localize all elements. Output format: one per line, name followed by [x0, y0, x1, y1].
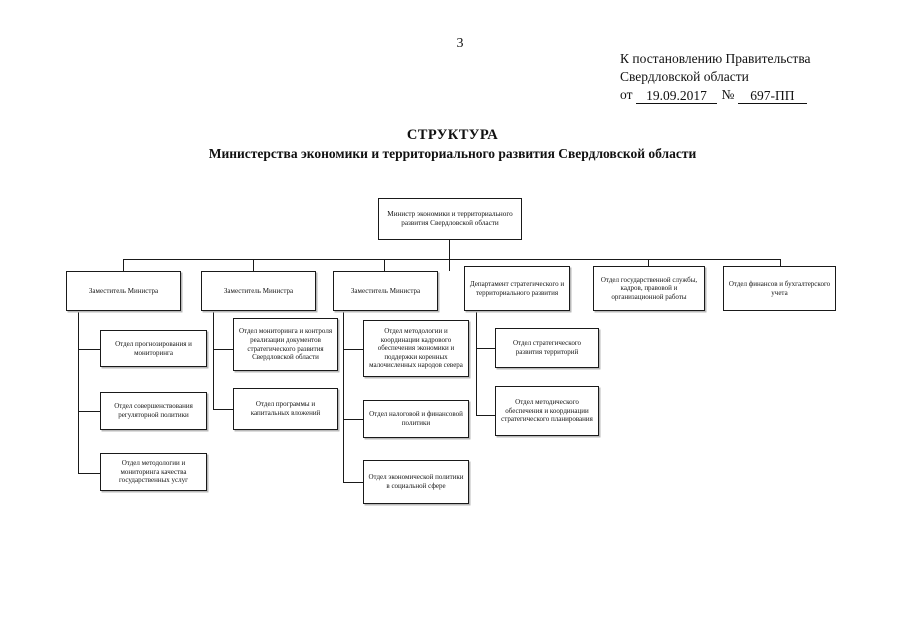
org-node-d1-c3: Отдел методологии и мониторинга качества…: [100, 453, 207, 491]
org-node-deputy-2: Заместитель Министра: [201, 271, 316, 311]
org-node-d3-c3: Отдел экономической политики в социально…: [363, 460, 469, 504]
org-node-d4-c2: Отдел методического обеспечения и коорди…: [495, 386, 599, 436]
org-node-dept-finance: Отдел финансов и бухгалтерского учета: [723, 266, 836, 311]
org-node-department-strategic: Департамент стратегического и территориа…: [464, 266, 570, 311]
connector-branch-d1-c2: [78, 411, 100, 413]
connector-bus: [123, 259, 780, 260]
connector-branch-d3-c2: [343, 419, 363, 421]
reference-date: 19.09.2017: [636, 88, 718, 104]
org-node-d4-c1: Отдел стратегического развития территори…: [495, 328, 599, 368]
connector-spine-deputy-1: [78, 311, 80, 474]
reference-line-2: Свердловской области: [620, 69, 749, 84]
connector-branch-d3-c1: [343, 349, 363, 351]
reference-number-sign: №: [721, 87, 735, 102]
page-number: 3: [456, 36, 464, 51]
connector-branch-d3-c3: [343, 482, 363, 484]
connector-drop-department-strategic: [449, 259, 450, 271]
org-node-dept-civil-service: Отдел государственной службы, кадров, пр…: [593, 266, 705, 311]
document-title: СТРУКТУРА: [406, 127, 499, 143]
connector-branch-d1-c1: [78, 349, 100, 351]
org-node-d3-c1: Отдел методологии и координации кадровог…: [363, 320, 469, 377]
reference-date-row: от 19.09.2017 № 697-ПП: [620, 86, 870, 104]
org-node-d3-c2: Отдел налоговой и финансовой политики: [363, 400, 469, 438]
org-node-d2-c2: Отдел программы и капитальных вложений: [233, 388, 338, 430]
connector-branch-d1-c3: [78, 473, 100, 475]
connector-spine-deputy-2: [213, 311, 215, 410]
connector-drop-dept-finance: [780, 259, 781, 271]
org-node-d1-c1: Отдел прогнозирования и мониторинга: [100, 330, 207, 367]
connector-branch-d4-c1: [476, 348, 495, 350]
connector-branch-d4-c2: [476, 415, 495, 417]
connector-spine-department-strategic: [476, 311, 478, 416]
reference-prefix: от: [620, 87, 633, 102]
org-node-d1-c2: Отдел совершенствования регуляторной пол…: [100, 392, 207, 430]
connector-drop-deputy-2: [253, 259, 254, 271]
connector-drop-deputy-3: [384, 259, 385, 271]
org-node-deputy-1: Заместитель Министра: [66, 271, 181, 311]
reference-line-1: К постановлению Правительства: [620, 51, 811, 66]
connector-spine-deputy-3: [343, 311, 345, 483]
connector-branch-d2-c2: [213, 409, 233, 411]
document-subtitle: Министерства экономики и территориальног…: [208, 146, 697, 161]
connector-drop-dept-civil-service: [648, 259, 649, 271]
reference-number: 697-ПП: [738, 88, 808, 104]
reference-block: К постановлению Правительства Свердловск…: [620, 50, 870, 104]
connector-drop-deputy-1: [123, 259, 124, 271]
connector-branch-d2-c1: [213, 349, 233, 351]
org-node-deputy-3: Заместитель Министра: [333, 271, 438, 311]
connector-root-stem: [449, 240, 451, 259]
org-node-d2-c1: Отдел мониторинга и контроля реализации …: [233, 318, 338, 371]
org-node-minister: Министр экономики и территориального раз…: [378, 198, 522, 240]
